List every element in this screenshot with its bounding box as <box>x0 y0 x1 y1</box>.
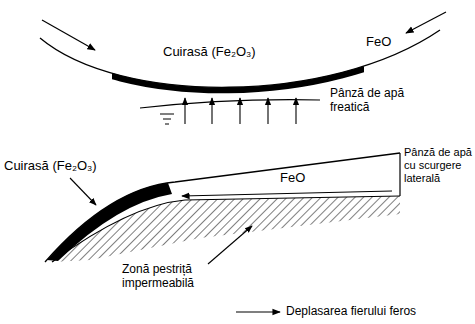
upward-arrows <box>185 98 296 124</box>
flow-arrow <box>42 20 95 50</box>
cuirass-band <box>112 33 364 90</box>
water-symbol <box>160 114 174 124</box>
label: Zonă pestriță impermeabilă <box>122 262 222 291</box>
water-table-line <box>140 100 320 108</box>
leader-arrow <box>208 226 252 264</box>
label: FeO <box>280 170 305 186</box>
label: FeO <box>366 34 391 50</box>
flow-arrow <box>406 12 446 33</box>
basin-surface <box>40 30 440 87</box>
flow-arrow <box>182 191 392 196</box>
slope-surface <box>45 153 400 262</box>
label: Pânză de apă cu scurgere laterală <box>404 146 472 186</box>
legend-sample <box>236 311 280 312</box>
legend-text: Deplasarea fierului feros <box>286 304 416 318</box>
label: Pânză de apă freatică <box>330 86 440 115</box>
leader-arrow <box>70 178 96 205</box>
label: Cuirasă (Fe₂O₃) <box>4 158 97 174</box>
aquifer-end <box>399 153 400 196</box>
impermeable-zone <box>52 196 400 262</box>
aquifer-base <box>52 196 400 262</box>
cuirass-band <box>47 183 172 261</box>
label: Cuirasă (Fe₂O₃) <box>163 44 256 60</box>
